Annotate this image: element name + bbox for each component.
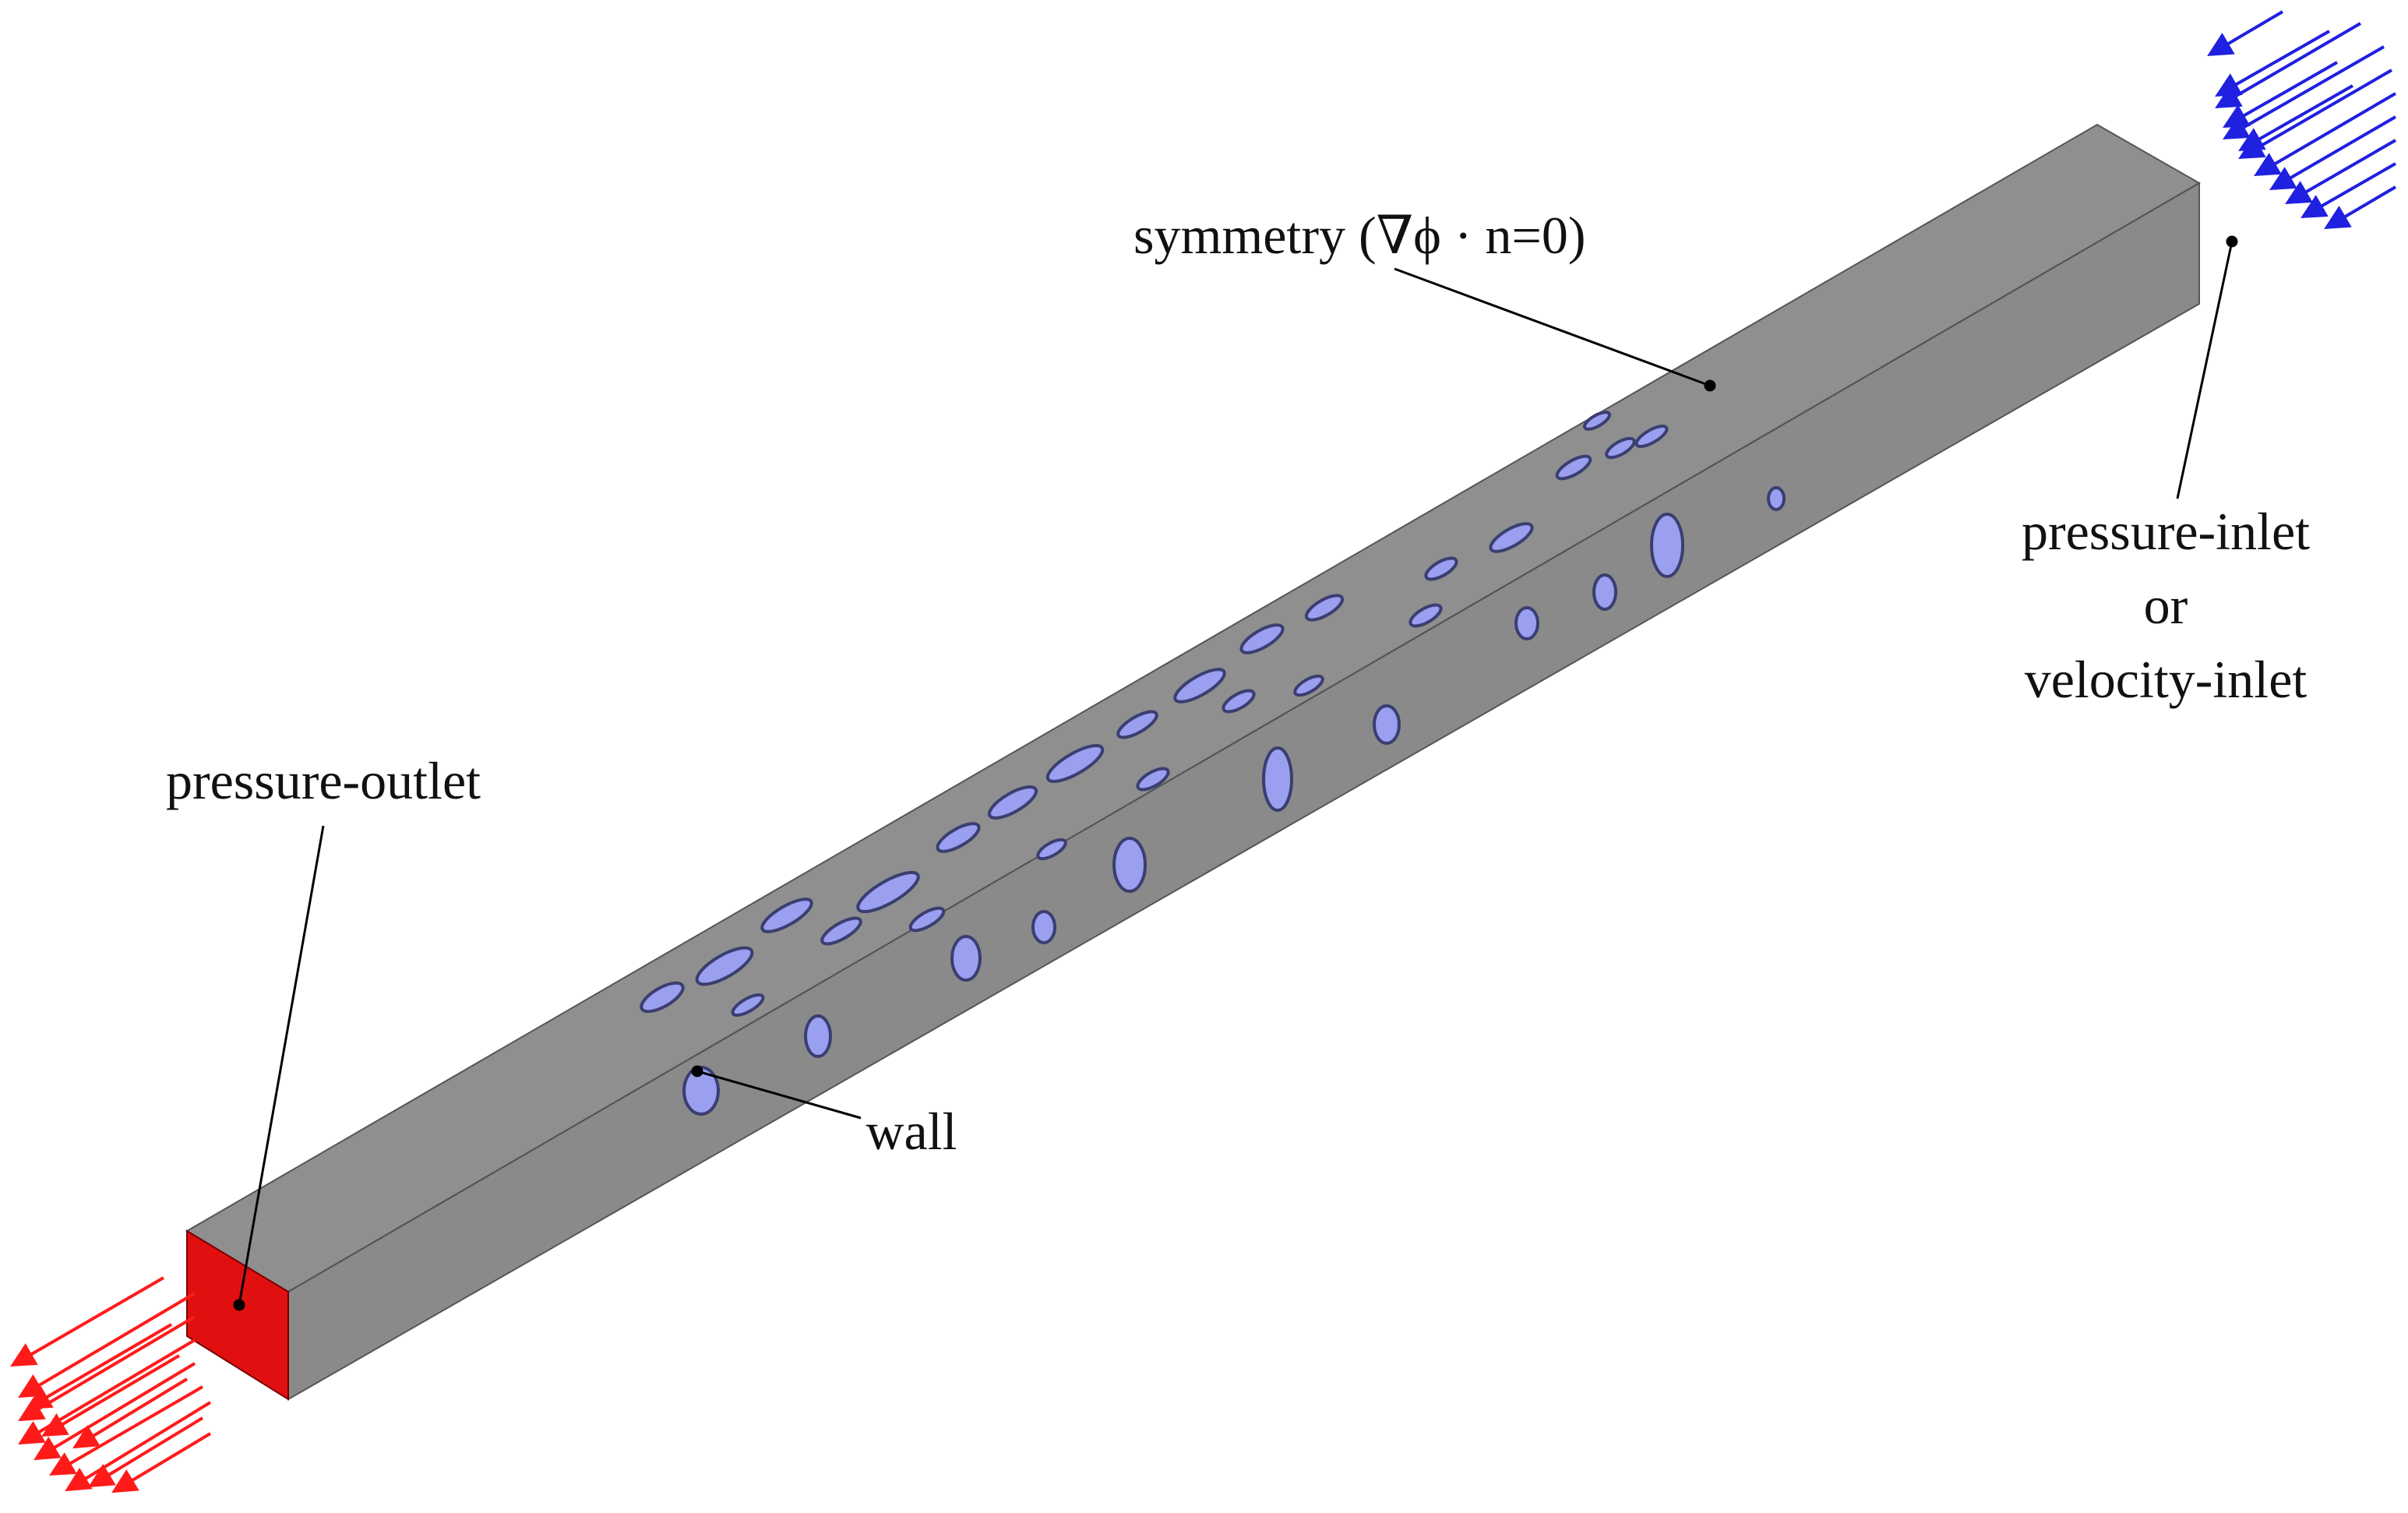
inlet-leader-dot [2226,235,2238,248]
outlet-label: pressure-outlet [166,751,481,810]
symmetry-label: symmetry (∇ϕ · n=0) [1133,206,1586,265]
inlet-label-line3: velocity-inlet [2025,650,2308,709]
blue-flow-arrows-icon [2207,10,2397,230]
wall-label: wall [866,1102,957,1161]
wall-leader-dot [691,1065,703,1077]
outlet-leader [238,825,325,1306]
red-flow-arrows-icon [10,1276,212,1494]
beam-top-face [185,123,2202,1293]
symmetry-leader [1394,267,1711,387]
beam-edge-line [287,182,2200,1293]
inlet-label-line1: pressure-inlet [2022,502,2310,561]
outlet-leader-dot [233,1299,245,1311]
symmetry-leader-dot [1704,379,1716,392]
beam-front-face [287,182,2200,1401]
inlet-label-line2: or [2144,576,2188,635]
wall-leader [696,1070,862,1120]
inlet-leader [2176,241,2233,499]
porous-channel-beam [185,123,2202,1401]
leader-lines [233,235,2238,1311]
porous-region [640,411,1786,1116]
outlet-face [186,1229,289,1401]
